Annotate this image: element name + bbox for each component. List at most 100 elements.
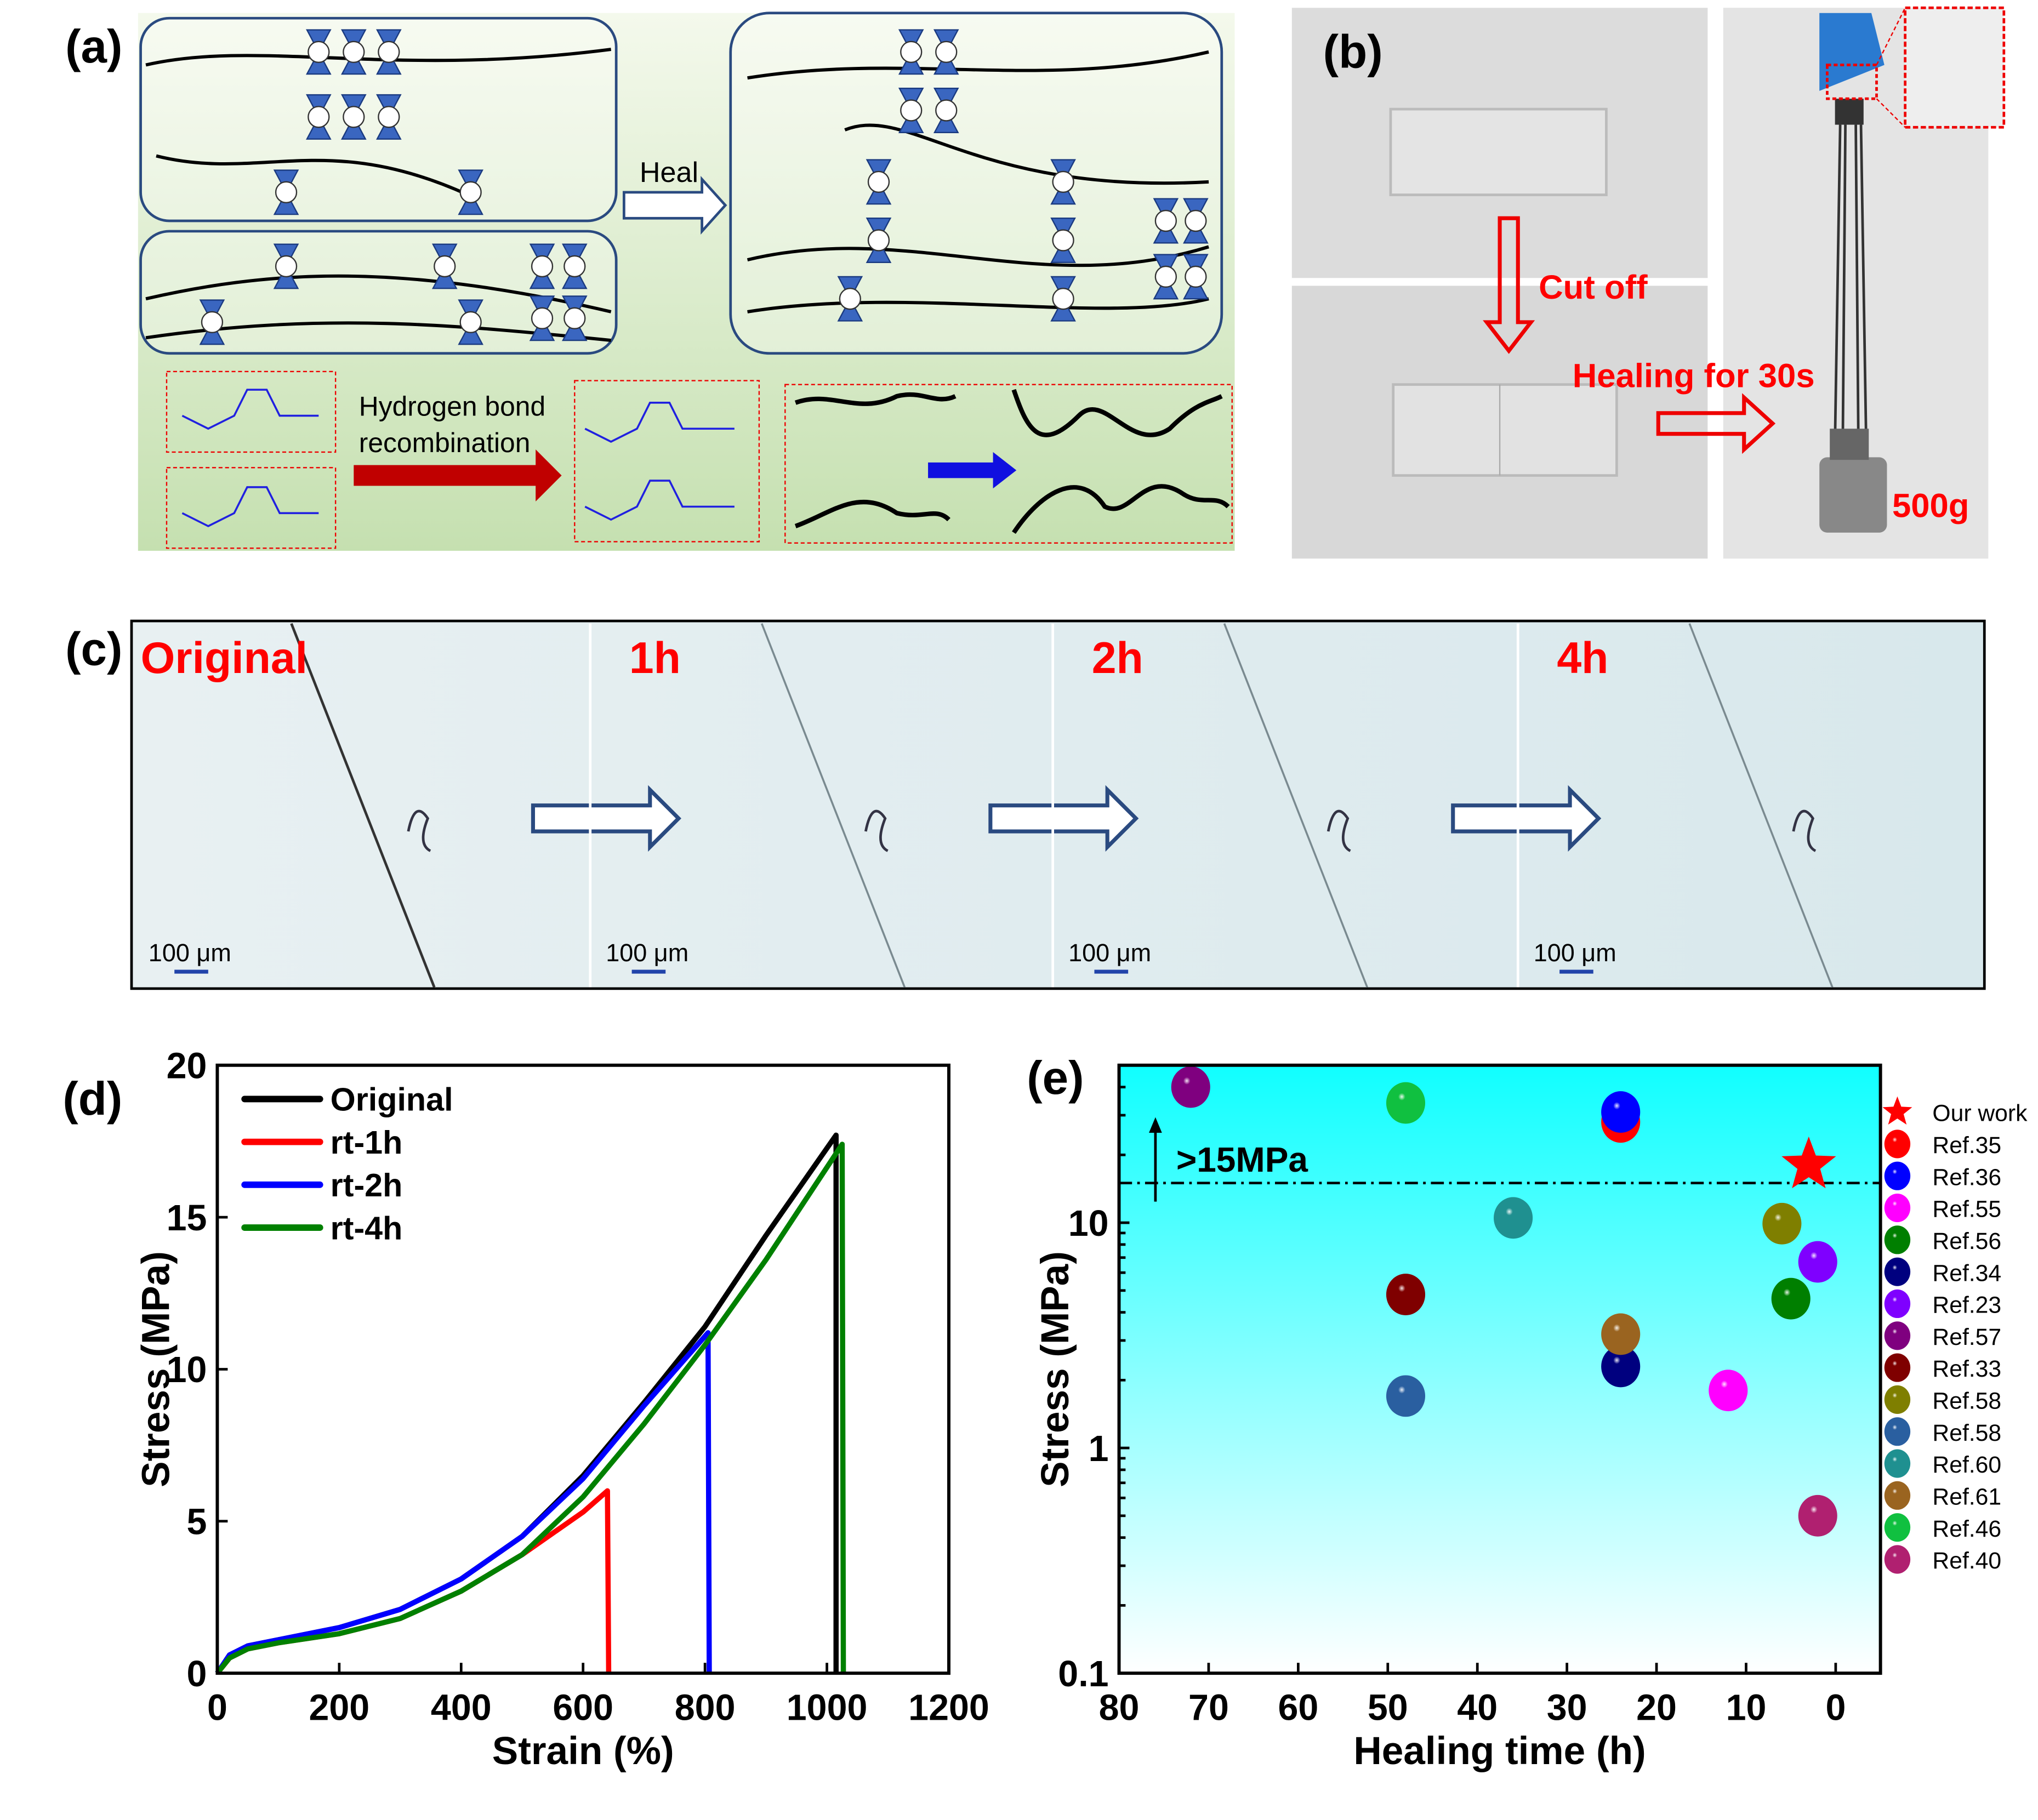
legend-marker-highlight	[1884, 1481, 1911, 1510]
y-tick-label: 0	[187, 1654, 207, 1695]
legend-marker-highlight	[1884, 1289, 1911, 1319]
debris-mark	[407, 809, 431, 852]
crosslink-node	[867, 170, 890, 193]
series-rt-4h	[215, 1142, 846, 1675]
crack-line	[760, 623, 906, 988]
crack-line	[1688, 623, 1834, 988]
panel-b: (b) Cut off Healing for 30s 500g	[1291, 6, 2006, 559]
panel-label-e: (e)	[1027, 1052, 1084, 1104]
crosslink-node	[308, 41, 330, 63]
legend-marker-highlight	[1884, 1545, 1911, 1574]
legend-label: Ref.58	[1932, 1388, 2001, 1414]
scale-bar-label: 100 μm	[606, 939, 688, 967]
x-tick-label: 10	[1726, 1687, 1767, 1728]
panel-label-c: (c)	[65, 624, 122, 676]
crosslink-node	[839, 288, 861, 310]
x-tick-label: 80	[1099, 1687, 1140, 1728]
point-highlight	[1386, 1274, 1426, 1316]
crosslink-node	[935, 99, 958, 122]
crack-line	[1223, 623, 1368, 988]
crosslink-node	[434, 255, 456, 278]
panel-a: (a) Heal Hydrogen bond recombination	[65, 12, 1235, 551]
legend-label: Ref.58	[1932, 1420, 2001, 1446]
legend-label: Ref.57	[1932, 1324, 2001, 1350]
crosslink-node	[1052, 229, 1074, 252]
legend-label: rt-1h	[331, 1124, 403, 1161]
legend-label: Ref.56	[1932, 1228, 2001, 1254]
crosslink-node	[1154, 209, 1177, 232]
crosslink-node	[900, 41, 923, 63]
crosslink-node	[531, 307, 554, 329]
crosslink-node	[275, 181, 298, 203]
progress-arrow	[1451, 785, 1602, 852]
x-tick-label: 70	[1188, 1687, 1229, 1728]
legend-marker-highlight	[1884, 1353, 1911, 1382]
legend-marker-highlight	[1884, 1417, 1911, 1446]
point-highlight	[1171, 1066, 1210, 1108]
crosslink-node	[308, 106, 330, 128]
y-tick-label: 10	[1068, 1203, 1109, 1244]
legend-label: Ref.34	[1932, 1260, 2001, 1286]
legend-marker-highlight	[1884, 1161, 1911, 1190]
x-tick-label: 0	[207, 1687, 227, 1728]
legend-label: rt-4h	[331, 1209, 403, 1246]
legend-label: Ref.35	[1932, 1132, 2001, 1159]
crosslink-node	[900, 99, 923, 122]
crosslink-node	[1052, 288, 1074, 310]
legend-label: Ref.40	[1932, 1548, 2001, 1574]
y-axis-title: Stress (MPa)	[1034, 1251, 1077, 1487]
x-tick-label: 20	[1636, 1687, 1677, 1728]
legend-marker-highlight	[1884, 1225, 1911, 1254]
hbond-label-1: Hydrogen bond	[359, 391, 545, 422]
frame-label: 2h	[1092, 634, 1143, 683]
legend-marker-highlight	[1884, 1321, 1911, 1350]
y-tick-label: 0.1	[1058, 1654, 1108, 1695]
y-tick-label: 5	[187, 1502, 207, 1543]
point-highlight	[1601, 1313, 1641, 1355]
progress-arrow	[531, 785, 681, 852]
legend-label: Original	[331, 1081, 453, 1118]
crosslink-node	[1052, 170, 1074, 193]
legend-label: Ref.55	[1932, 1196, 2001, 1223]
arrow-head-icon	[1149, 1117, 1162, 1133]
point-highlight	[1709, 1370, 1748, 1412]
crosslink-node	[563, 307, 586, 329]
crosslink-node	[1154, 265, 1177, 288]
series-rt-2h	[215, 1330, 712, 1675]
crosslink-node	[867, 229, 890, 252]
crosslink-node	[378, 41, 400, 63]
x-tick-label: 1200	[908, 1687, 989, 1728]
scale-bar-label: 100 μm	[149, 939, 231, 967]
frame-label: Original	[141, 634, 308, 683]
threshold-label: >15MPa	[1176, 1140, 1308, 1179]
legend-star-icon	[1882, 1096, 1912, 1125]
panel-label-b: (b)	[1323, 26, 1383, 78]
x-tick-label: 0	[1825, 1687, 1846, 1728]
legend-label: Ref.61	[1932, 1484, 2001, 1510]
point-highlight	[1601, 1091, 1641, 1133]
crosslink-node	[201, 311, 224, 334]
crosslink-node	[378, 106, 400, 128]
heal-label: Heal	[640, 157, 698, 189]
point-highlight	[1798, 1241, 1837, 1283]
legend-marker-highlight	[1884, 1129, 1911, 1159]
y-tick-label: 10	[167, 1350, 207, 1390]
point-our-work	[1781, 1136, 1836, 1189]
weight-label: 500g	[1892, 487, 1969, 524]
x-tick-label: 50	[1368, 1687, 1408, 1728]
legend-label: Ref.46	[1932, 1516, 2001, 1542]
legend-marker-highlight	[1884, 1257, 1911, 1286]
legend-label: Ref.23	[1932, 1292, 2001, 1319]
legend-label: Ref.60	[1932, 1452, 2001, 1478]
scale-bar-label: 100 μm	[1068, 939, 1151, 967]
crosslink-node	[531, 255, 554, 278]
crosslink-node	[935, 41, 958, 63]
y-tick-label: 20	[167, 1046, 207, 1086]
healing-30s-label: Healing for 30s	[1573, 357, 1815, 395]
x-tick-label: 200	[309, 1687, 370, 1728]
x-tick-label: 60	[1278, 1687, 1318, 1728]
